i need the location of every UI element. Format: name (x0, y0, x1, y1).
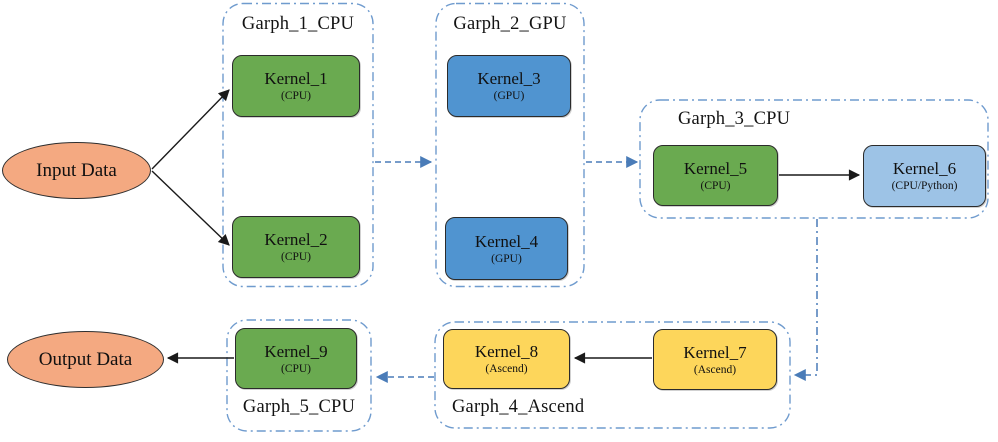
kernel-6-device: (CPU/Python) (891, 180, 958, 192)
kernel-7-device: (Ascend) (693, 363, 737, 376)
kernel-3-node: Kernel_3 (GPU) (447, 55, 571, 117)
group-title-garph-1-cpu: Garph_1_CPU (241, 14, 355, 34)
kernel-3-name: Kernel_3 (477, 69, 541, 88)
kernel-4-node: Kernel_4 (GPU) (445, 217, 568, 280)
kernel-8-device: (Ascend) (485, 363, 528, 375)
kernel-7-node: Kernel_7 (Ascend) (653, 329, 777, 390)
kernel-5-device: (CPU) (700, 179, 731, 192)
kernel-4-device: (GPU) (491, 252, 522, 265)
group-box-garph-5-cpu (226, 319, 372, 432)
kernel-6-name: Kernel_6 (892, 159, 957, 178)
kernel-2-node: Kernel_2 (CPU) (232, 216, 360, 278)
kernel-1-device: (CPU) (280, 90, 312, 102)
kernel-9-device: (CPU) (280, 362, 312, 375)
kernel-2-name: Kernel_2 (264, 230, 328, 249)
group-box-garph-2-gpu (435, 2, 585, 288)
edge-input-to-kernel2 (151, 170, 230, 246)
kernel-5-node: Kernel_5 (CPU) (653, 145, 778, 206)
output-data-node: Output Data (7, 331, 164, 388)
group-title-garph-4-ascend: Garph_4_Ascend (452, 397, 585, 417)
kernel-1-name: Kernel_1 (264, 69, 328, 88)
edge-input-to-kernel1 (151, 89, 230, 170)
input-data-node: Input Data (2, 142, 151, 199)
kernel-3-device: (GPU) (493, 90, 525, 102)
kernel-1-node: Kernel_1 (CPU) (232, 55, 360, 117)
group-title-garph-2-gpu: Garph_2_GPU (453, 14, 567, 34)
kernel-8-name: Kernel_8 (474, 342, 539, 361)
kernel-7-name: Kernel_7 (683, 342, 747, 362)
kernel-6-node: Kernel_6 (CPU/Python) (863, 145, 986, 207)
kernel-2-device: (CPU) (280, 251, 312, 263)
group-title-garph-3-cpu: Garph_3_CPU (678, 109, 791, 129)
group-box-garph-3-cpu (639, 99, 989, 219)
kernel-9-node: Kernel_9 (CPU) (235, 328, 357, 389)
kernel-8-node: Kernel_8 (Ascend) (443, 329, 570, 389)
group-box-garph-4-ascend (434, 321, 791, 429)
kernel-4-name: Kernel_4 (474, 231, 539, 251)
group-title-garph-5-cpu: Garph_5_CPU (242, 397, 356, 417)
edge-garph3-to-garph4 (793, 219, 818, 381)
kernel-9-name: Kernel_9 (264, 341, 328, 361)
output-data-label: Output Data (38, 348, 133, 370)
kernel-5-name: Kernel_5 (683, 158, 748, 178)
group-box-garph-1-cpu (222, 2, 374, 288)
input-data-label: Input Data (36, 159, 117, 181)
